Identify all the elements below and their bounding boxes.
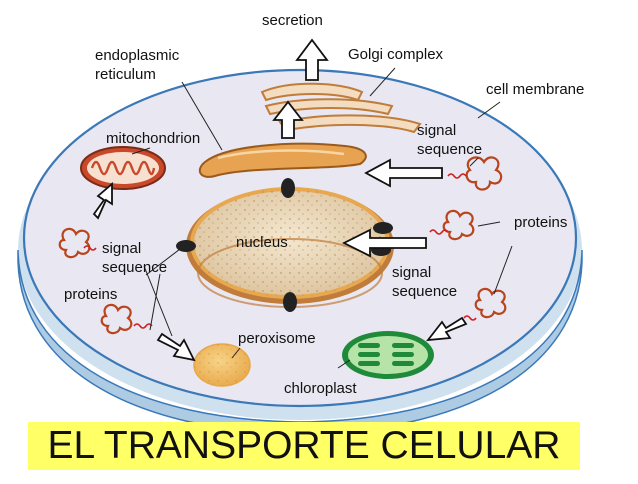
arrow-er-to-golgi (272, 100, 304, 139)
golgi-complex (260, 82, 422, 134)
label-cell-membrane: cell membrane (486, 81, 585, 98)
nuclear-pore (373, 222, 393, 234)
arrow-to-mitochondrion (92, 182, 113, 220)
label-endoplasmic-reticulum-2: reticulum (95, 66, 156, 83)
arrow-to-peroxisome (156, 332, 196, 362)
transport-arrows (92, 38, 468, 362)
peroxisome (193, 343, 251, 387)
endoplasmic-reticulum (198, 142, 367, 178)
nucleus (176, 178, 394, 312)
signal-sequence-tails (83, 173, 477, 329)
thylakoid-stacks (358, 343, 414, 366)
label-chloroplast: chloroplast (284, 380, 357, 397)
label-signal-sequence-center-2: sequence (392, 283, 458, 300)
label-signal-sequence-top-1: signal (417, 122, 457, 139)
label-proteins-left: proteins (64, 286, 118, 303)
label-signal-sequence-top-2: sequence (417, 141, 483, 158)
arrow-to-er (364, 158, 443, 188)
title-band: EL TRANSPORTE CELULAR (28, 422, 580, 470)
nuclear-pore (176, 240, 196, 252)
page-title: EL TRANSPORTE CELULAR (47, 424, 561, 467)
label-peroxisome: peroxisome (238, 330, 316, 347)
nuclear-pore (281, 178, 295, 198)
protein-low-right (474, 287, 507, 319)
label-nucleus: nucleus (236, 234, 288, 251)
label-signal-sequence-center-1: signal (392, 264, 432, 281)
arrow-to-chloroplast (426, 316, 468, 342)
arrow-to-nucleus (341, 228, 427, 258)
label-endoplasmic-reticulum-1: endoplasmic (95, 47, 180, 64)
label-secretion: secretion (262, 12, 323, 29)
label-signal-sequence-left-1: signal (102, 240, 142, 257)
chloroplast (342, 331, 434, 379)
protein-top-right (465, 156, 503, 191)
nuclear-pore (283, 292, 297, 312)
label-mitochondrion: mitochondrion (106, 130, 201, 147)
label-proteins-right: proteins (514, 214, 568, 231)
mitochondrion (80, 146, 166, 190)
arrow-secretion (295, 38, 329, 81)
cell-bottom-rim (17, 249, 583, 435)
protein-left-upper (58, 227, 91, 259)
label-signal-sequence-left-2: sequence (102, 259, 168, 276)
label-golgi-complex: Golgi complex (348, 46, 444, 63)
leader-lines (131, 67, 513, 369)
protein-left-lower (100, 303, 133, 335)
